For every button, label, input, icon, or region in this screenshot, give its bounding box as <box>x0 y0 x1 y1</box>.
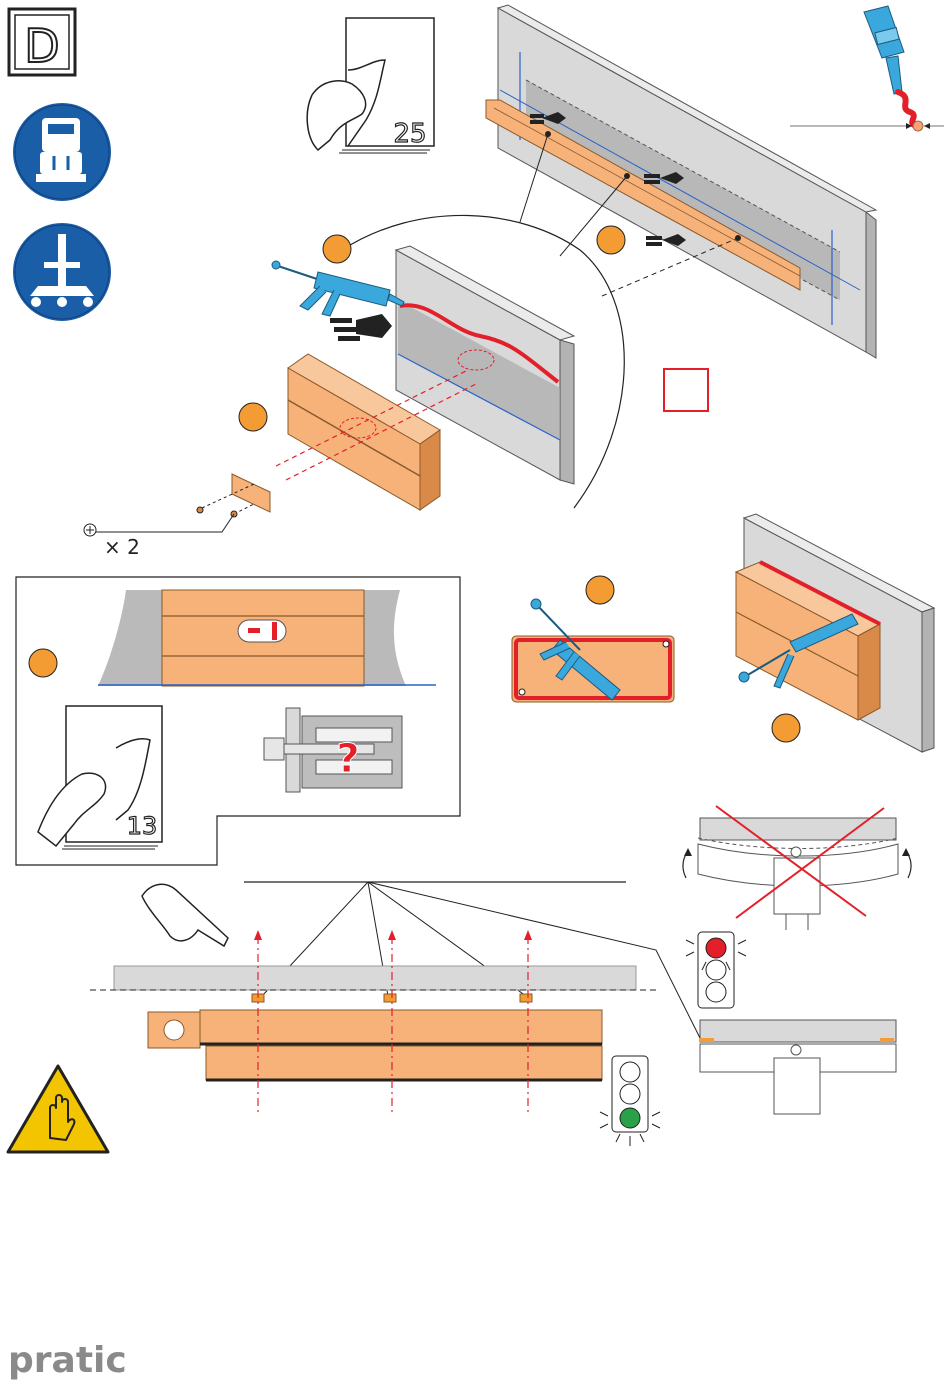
warning-hand-icon <box>8 1066 108 1152</box>
step-marker <box>239 403 267 431</box>
question-mark-icon: ? <box>336 736 359 782</box>
step-marker <box>586 576 614 604</box>
sealed-plate <box>512 599 674 702</box>
section-letter-box: D <box>9 9 75 75</box>
step-marker <box>29 649 57 677</box>
incorrect-mounting-detail <box>683 806 911 930</box>
traffic-light-green-icon <box>600 1056 660 1146</box>
lifting-stand-icon <box>12 222 112 322</box>
caulk-gun-icon <box>272 261 404 316</box>
bottom-assembly <box>90 882 700 1114</box>
page-number: 13 <box>127 812 158 840</box>
pointing-hand-icon <box>142 884 228 946</box>
step-marker <box>597 226 625 254</box>
correct-mounting-detail <box>700 1020 896 1114</box>
wall-with-rail <box>486 5 876 358</box>
push-arrow-icon <box>330 314 392 341</box>
page-reference-25: 25 <box>307 18 434 153</box>
traffic-light-red-icon <box>686 932 746 1008</box>
mounting-plate: × 2 <box>84 474 270 559</box>
profile-on-wall <box>736 514 934 752</box>
laser-level-icon <box>12 102 112 202</box>
step-marker <box>772 714 800 742</box>
screw-count: × 2 <box>104 535 140 559</box>
inset-panel: 13 ? <box>16 577 460 865</box>
step-marker <box>323 235 351 263</box>
check-box <box>664 369 708 411</box>
screw-icon <box>197 507 203 513</box>
section-letter: D <box>24 19 59 73</box>
sealant-tube-icon <box>790 6 944 131</box>
brand-logo: pratic <box>8 1340 127 1381</box>
page-number: 25 <box>393 119 426 149</box>
